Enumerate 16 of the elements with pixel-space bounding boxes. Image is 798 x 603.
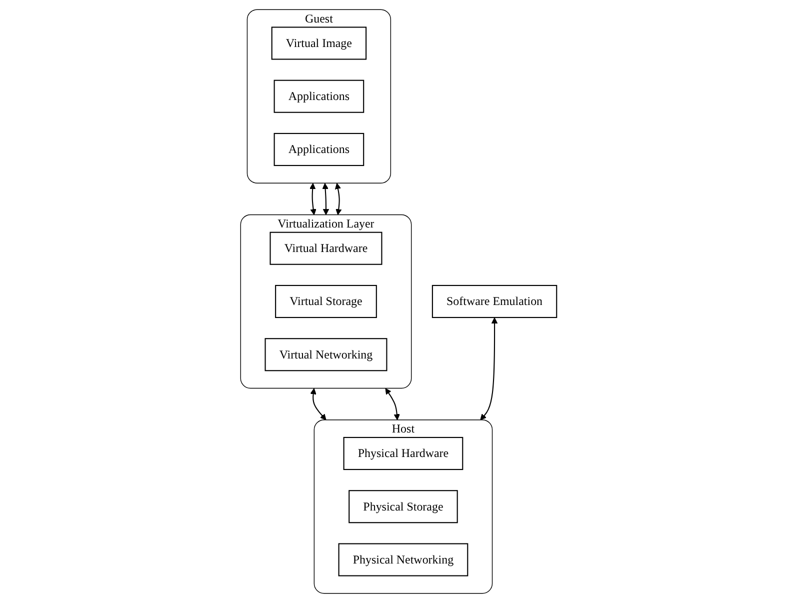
node-box: Physical Networking [338, 543, 469, 576]
node-box: Physical Storage [348, 490, 458, 524]
node-box: Virtual Hardware [270, 232, 383, 265]
arrow [480, 318, 498, 420]
node-box: Applications [274, 80, 364, 113]
node-box: Virtual Image [272, 26, 367, 60]
arrow [335, 183, 342, 216]
node-box: Physical Hardware [344, 436, 464, 470]
arrow [310, 183, 317, 216]
arrow [310, 388, 327, 420]
node-box: Applications [274, 132, 364, 166]
arrow [322, 183, 330, 216]
node-box: Virtual Storage [275, 284, 378, 318]
node-box: Software Emulation [432, 284, 558, 318]
arrow [386, 388, 400, 420]
node-box: Virtual Networking [265, 338, 388, 372]
